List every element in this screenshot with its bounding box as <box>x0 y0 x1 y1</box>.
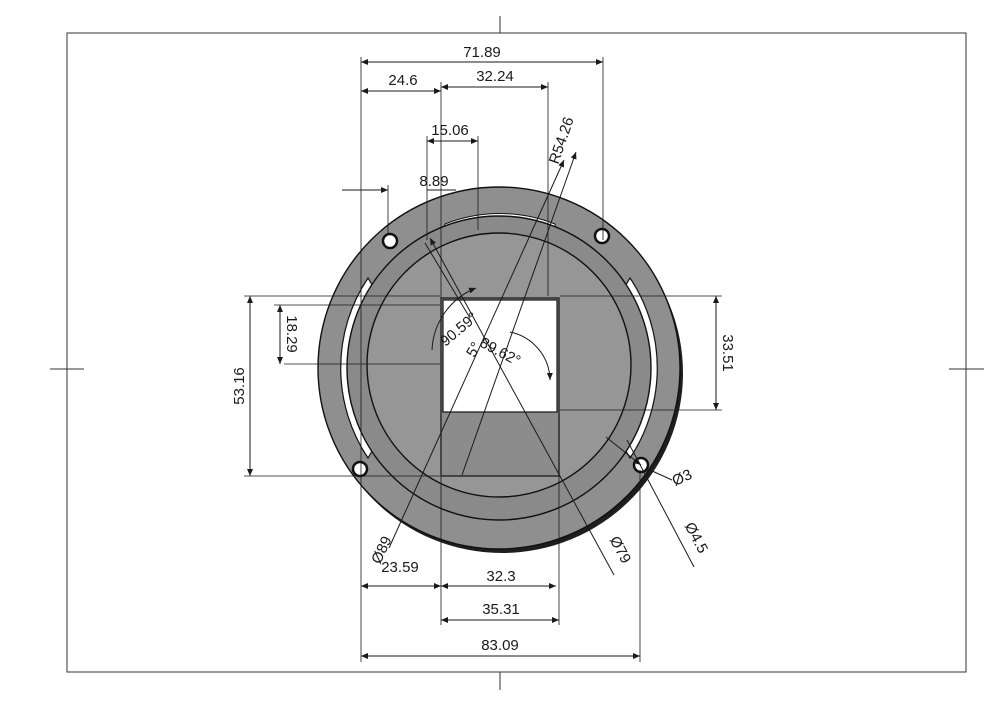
dim-bottom-window: 35.31 <box>482 601 520 618</box>
dim-bottom-opening: 32.3 <box>486 568 515 585</box>
rectangular-window <box>442 299 558 413</box>
mount-hole-top-left <box>381 232 399 250</box>
dim-opening-offset: 15.06 <box>431 122 469 139</box>
dim-hole-small: Ø3 <box>670 466 695 490</box>
extension-lines <box>244 57 722 662</box>
dim-left-inner: 18.29 <box>283 315 300 353</box>
dim-left-height: 53.16 <box>231 367 248 405</box>
sheet-border <box>66 32 967 673</box>
dim-bottom-overall: 83.09 <box>481 637 519 654</box>
dim-right-height: 33.51 <box>719 334 736 372</box>
dim-top-left: 24.6 <box>388 72 417 89</box>
mount-hole-bottom-left <box>351 460 369 478</box>
dimension-labels: 71.89 24.6 32.24 15.06 8.89 R54.26 53.16… <box>231 44 736 654</box>
dim-inner-dia: Ø79 <box>606 533 634 566</box>
dim-top-overall: 71.89 <box>463 44 501 61</box>
dimension-lines <box>247 59 719 659</box>
dim-slot-offset: 8.89 <box>419 173 448 190</box>
dim-radius: R54.26 <box>546 115 578 166</box>
dim-top-right: 32.24 <box>476 68 514 85</box>
dim-bottom-left: 23.59 <box>381 559 419 576</box>
part-outline <box>317 186 683 553</box>
mount-hole-top-right <box>593 227 611 245</box>
